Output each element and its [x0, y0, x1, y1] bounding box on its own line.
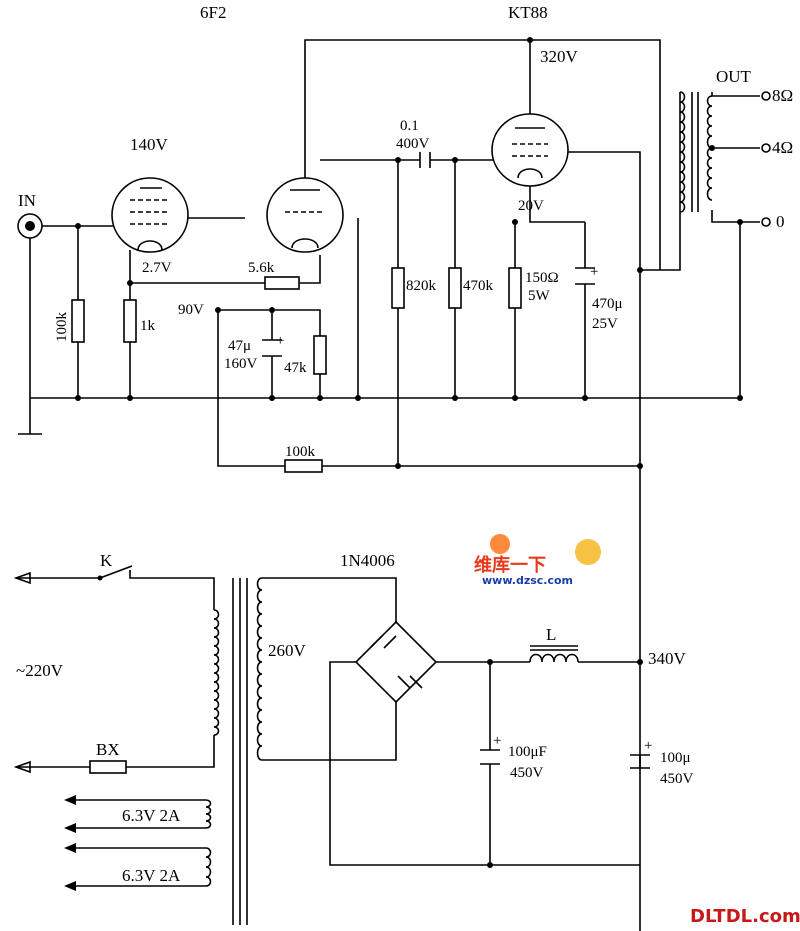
cathode-20v-label: 20V — [518, 198, 544, 214]
node-90v-label: 90V — [178, 302, 204, 318]
terminal-4ohm-icon[interactable] — [761, 143, 771, 153]
r-47k-label: 47k — [284, 360, 307, 376]
r-100k-feedback-label: 100k — [285, 444, 316, 460]
capacitor-100u-icon — [630, 754, 650, 769]
capacitors — [262, 152, 650, 769]
r-1k-label: 1k — [140, 318, 156, 334]
terminal-8ohm-icon[interactable] — [761, 91, 771, 101]
c-coupling-value: 0.1 — [400, 118, 419, 134]
resistor-5k6 — [264, 276, 300, 290]
resistor-47k — [313, 335, 327, 375]
junction-dots — [75, 37, 743, 868]
r-820k-label: 820k — [406, 278, 437, 294]
resistor-100k-input — [71, 299, 85, 343]
heater-1-label: 6.3V 2A — [122, 806, 181, 825]
tap-0-label: 0 — [776, 212, 785, 231]
capacitor-coupling-icon — [419, 152, 431, 168]
resistor-470k — [448, 267, 462, 309]
r-470k-label: 470k — [463, 278, 494, 294]
c-47u-voltage: 160V — [224, 356, 258, 372]
resistor-150 — [508, 267, 522, 309]
dltdl-watermark: DLTDL.com — [690, 906, 800, 927]
resistor-100k-feedback — [284, 459, 323, 473]
terminal-0-icon[interactable] — [761, 217, 771, 227]
r-150-watt-label: 5W — [528, 288, 551, 304]
input-jack-icon — [17, 213, 43, 239]
c-47u-label: 47μ — [228, 338, 251, 354]
output-transformer-icon — [679, 91, 713, 213]
capacitor-470u-icon — [575, 267, 595, 285]
c-100uf-voltage: 450V — [510, 765, 544, 781]
c-100u-voltage: 450V — [660, 771, 694, 787]
tap-8-label: 8Ω — [772, 86, 793, 105]
secondary-voltage-label: 260V — [268, 641, 307, 660]
tap-4-label: 4Ω — [772, 138, 793, 157]
c-coupling-voltage: 400V — [396, 136, 430, 152]
pentode-plate-voltage-label: 140V — [130, 135, 169, 154]
dzsc-cn-text: 维库一下 — [474, 554, 546, 576]
switch-k-label: K — [100, 551, 113, 570]
c-47u-plus: + — [276, 333, 284, 349]
plate-voltage-label: 320V — [540, 47, 579, 66]
wires — [16, 39, 760, 931]
tube-kt88-icon — [491, 113, 569, 187]
dltdl-text: DLTDL.com — [690, 906, 800, 927]
tube-6f2-pentode-icon — [111, 177, 189, 253]
dzsc-url-text: www.dzsc.com — [482, 574, 573, 587]
fuse-bx-label: BX — [96, 740, 120, 759]
heater-2-label: 6.3V 2A — [122, 866, 181, 885]
fuse-bx-icon — [89, 760, 127, 774]
c-100u-label: 100μ — [660, 750, 691, 766]
choke-l-icon — [529, 645, 579, 663]
resistors — [71, 267, 522, 473]
c-100uf-label: 100μF — [508, 744, 547, 760]
dzsc-watermark: 维库一下 www.dzsc.com — [474, 534, 601, 587]
tube-6f2-label: 6F2 — [200, 3, 226, 22]
switch-k-icon — [97, 565, 133, 581]
rectifier-label: 1N4006 — [340, 551, 395, 570]
tube-kt88-label: KT88 — [508, 3, 548, 22]
c-100u-plus: + — [644, 738, 652, 754]
mains-voltage-label: ~220V — [16, 661, 64, 680]
output-terminals — [761, 91, 771, 227]
c-470u-plus: + — [590, 264, 598, 280]
c-100uf-plus: + — [493, 733, 501, 749]
capacitor-100uf-icon — [480, 749, 500, 765]
resistor-1k — [123, 299, 137, 343]
supply-voltage-label: 340V — [648, 649, 687, 668]
r-5k6-label: 5.6k — [248, 260, 275, 276]
c-470u-voltage: 25V — [592, 316, 618, 332]
cathode-voltage-label: 2.7V — [142, 260, 172, 276]
choke-label: L — [546, 625, 556, 644]
tube-6f2-triode-icon — [266, 177, 344, 253]
r-100k-input-label: 100k — [54, 312, 70, 343]
c-470u-label: 470μ — [592, 296, 623, 312]
resistor-820k — [391, 267, 405, 309]
capacitor-47u-icon — [262, 339, 282, 357]
dzsc-mascot-icon — [575, 539, 601, 565]
dzsc-logo-icon — [490, 534, 510, 554]
r-150-label: 150Ω — [525, 270, 559, 286]
input-label: IN — [18, 191, 36, 210]
mains-arrows-icon — [13, 571, 76, 891]
power-transformer-icon — [205, 577, 263, 925]
output-label: OUT — [716, 67, 752, 86]
bridge-rectifier-icon — [354, 620, 438, 704]
labels: 6F2 KT88 320V 140V IN OUT 8Ω 4Ω 0 0.1 40… — [16, 3, 793, 885]
